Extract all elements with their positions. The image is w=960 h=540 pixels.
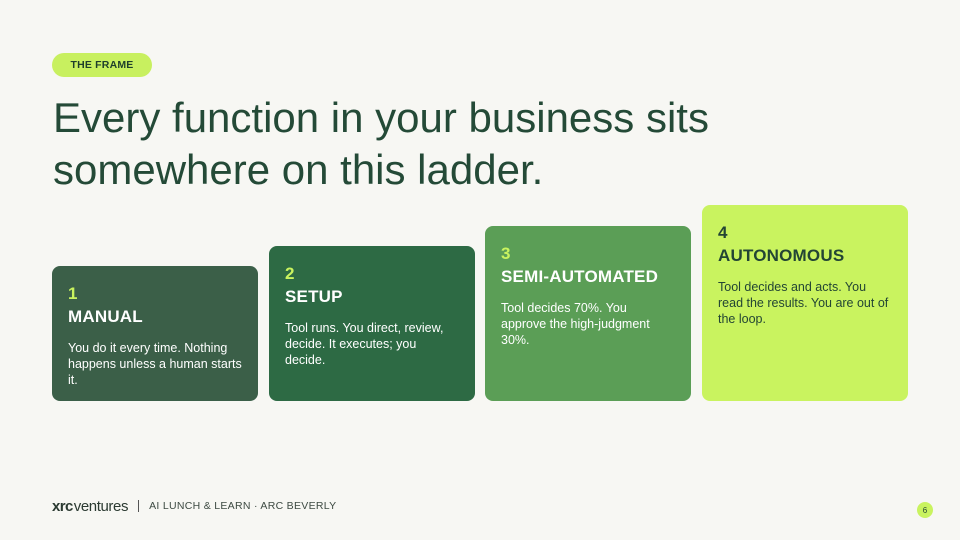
step-name: SETUP	[285, 287, 343, 306]
ladder-step-manual: 1 MANUAL You do it every time. Nothing h…	[52, 266, 258, 401]
page-number-badge: 6	[917, 502, 933, 518]
step-description: Tool decides 70%. You approve the high-j…	[501, 301, 650, 347]
step-number: 3	[501, 244, 511, 263]
section-tag: THE FRAME	[52, 53, 152, 77]
step-description: You do it every time. Nothing happens un…	[68, 341, 242, 387]
event-label: AI LUNCH & LEARN · ARC BEVERLY	[149, 500, 337, 512]
step-name: MANUAL	[68, 307, 143, 326]
step-number: 4	[718, 223, 728, 242]
logo-ventures: ventures	[73, 497, 129, 515]
slide-title: Every function in your business sits som…	[53, 94, 709, 193]
logo-xrc: xrc	[52, 497, 73, 515]
ladder-step-autonomous: 4 AUTONOMOUS Tool decides and acts. You …	[702, 205, 908, 401]
ladder-step-setup: 2 SETUP Tool runs. You direct, review, d…	[269, 246, 475, 401]
step-description: Tool runs. You direct, review, decide. I…	[285, 321, 444, 367]
step-description: Tool decides and acts. You read the resu…	[718, 280, 889, 326]
step-name: SEMI-AUTOMATED	[501, 267, 659, 286]
step-name: AUTONOMOUS	[718, 246, 845, 265]
step-number: 1	[68, 284, 78, 303]
ladder-step-semi-automated: 3 SEMI-AUTOMATED Tool decides 70%. You a…	[485, 226, 691, 401]
footer-divider	[138, 500, 140, 512]
step-number: 2	[285, 264, 295, 283]
